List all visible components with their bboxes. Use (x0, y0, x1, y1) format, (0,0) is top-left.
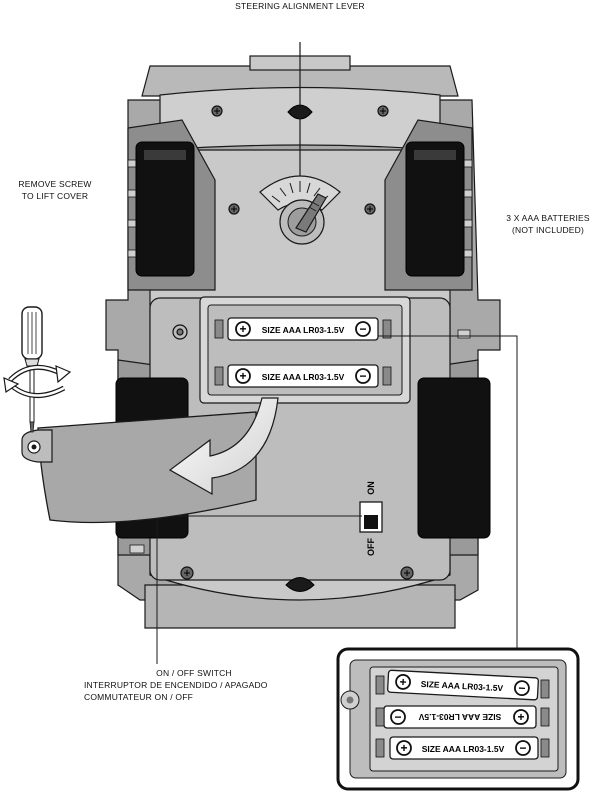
switch-off-label: OFF (366, 538, 376, 556)
inset-battery-3: + − SIZE AAA LR03-1.5V (389, 736, 539, 760)
svg-text:SIZE AAA LR03-1.5V: SIZE AAA LR03-1.5V (420, 679, 503, 693)
rotate-arrow-icon (3, 364, 72, 398)
battery-cover[interactable] (21, 411, 257, 524)
batteries-label: 3 X AAA BATTERIES (NOT INCLUDED) (506, 213, 590, 235)
battery-compartment: + − SIZE AAA LR03-1.5V + − SIZE AAA LR03… (199, 296, 411, 404)
svg-text:−: − (519, 741, 526, 755)
svg-text:+: + (399, 675, 407, 689)
svg-text:SIZE AAA LR03-1.5V: SIZE AAA LR03-1.5V (422, 744, 505, 754)
battery-orientation-inset: + − SIZE AAA LR03-1.5V − + SIZE AAA LR03… (336, 647, 580, 791)
on-off-switch[interactable]: ON OFF (359, 481, 383, 556)
removal-arrow (168, 397, 279, 496)
battery-slot-2: + − SIZE AAA LR03-1.5V (227, 364, 379, 388)
remove-screw-label: REMOVE SCREW TO LIFT COVER (18, 179, 92, 201)
plus-symbol: + (239, 369, 246, 383)
wheel-front-left (135, 141, 195, 277)
wheel-front-right (405, 141, 465, 277)
wheel-rear-right (417, 377, 491, 539)
svg-text:−: − (394, 710, 401, 724)
minus-symbol: − (359, 369, 366, 383)
steering-lever-label: STEERING ALIGNMENT LEVER (235, 1, 365, 11)
svg-text:+: + (400, 741, 407, 755)
steering-lever[interactable] (259, 42, 341, 245)
battery-label-1: SIZE AAA LR03-1.5V (262, 325, 345, 335)
battery-label-2: SIZE AAA LR03-1.5V (262, 372, 345, 382)
switch-caption-label: ON / OFF SWITCH INTERRUPTOR DE ENCENDIDO… (84, 668, 268, 702)
inset-battery-1: + − SIZE AAA LR03-1.5V (387, 669, 539, 701)
switch-on-label: ON (366, 481, 376, 495)
plus-symbol: + (239, 322, 246, 336)
battery-slot-1: + − SIZE AAA LR03-1.5V (227, 317, 379, 341)
inset-battery-2: − + SIZE AAA LR03-1.5V (383, 705, 537, 729)
svg-text:SIZE AAA LR03-1.5V: SIZE AAA LR03-1.5V (418, 712, 501, 722)
minus-symbol: − (359, 322, 366, 336)
svg-text:−: − (518, 681, 526, 695)
svg-text:+: + (517, 710, 524, 724)
